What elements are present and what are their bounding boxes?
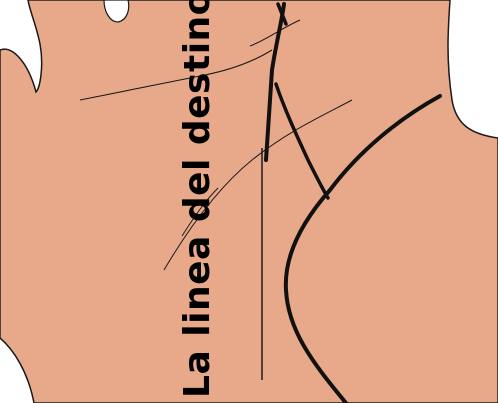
fate-line-label: La linea del destino	[177, 8, 219, 398]
